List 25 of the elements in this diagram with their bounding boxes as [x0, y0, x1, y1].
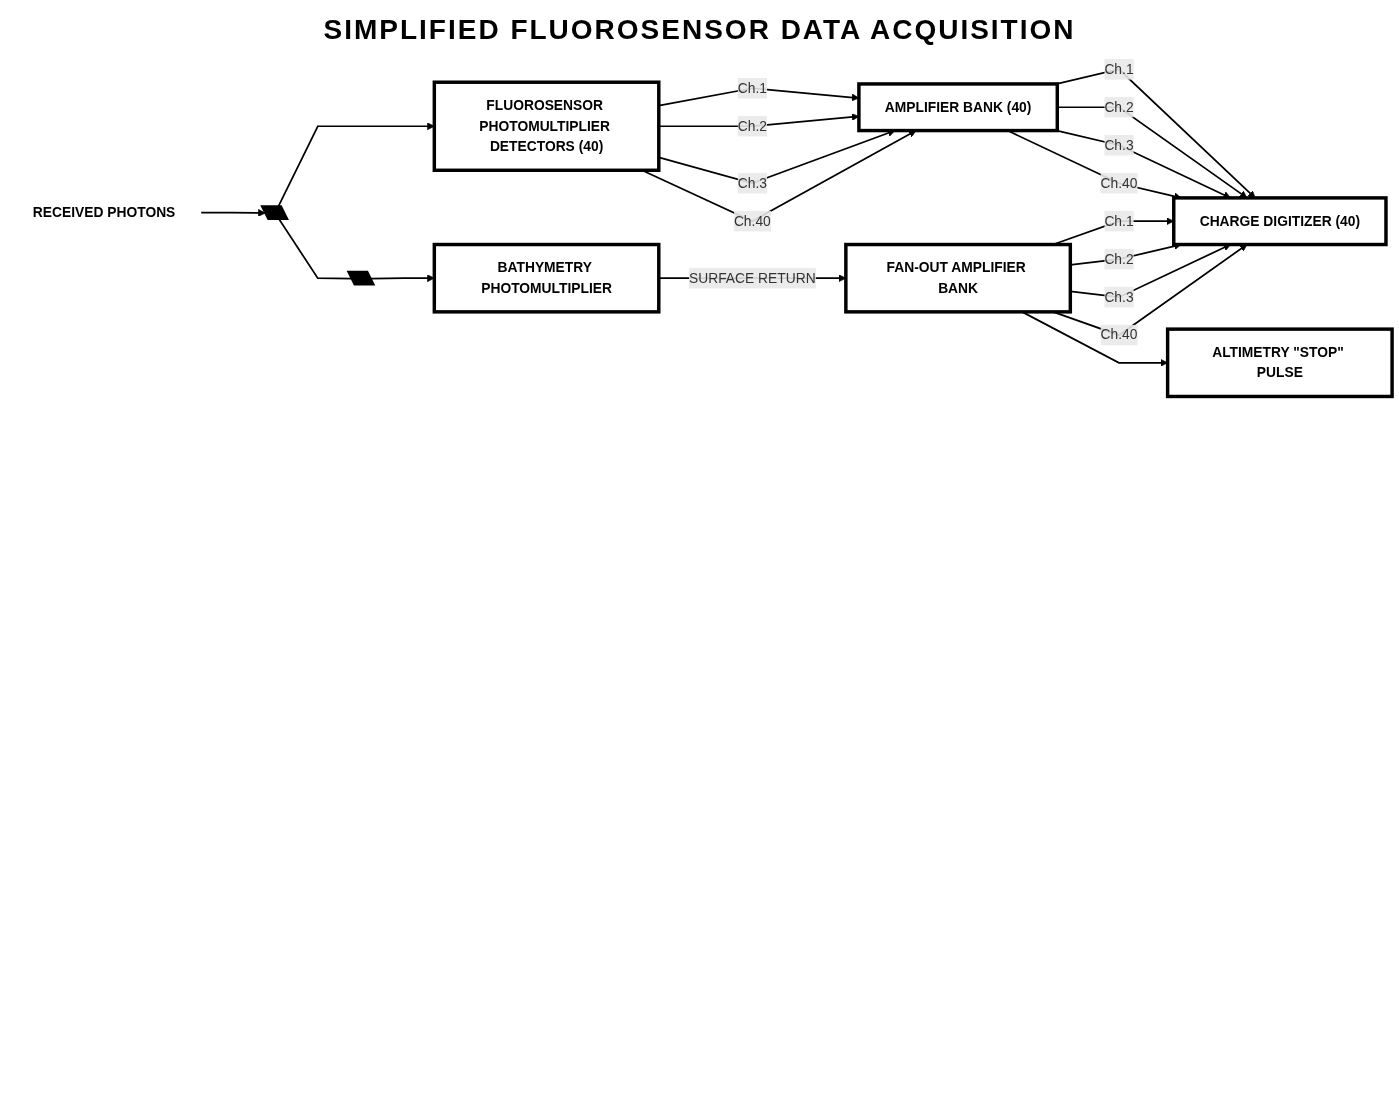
node-box: AMPLIFIER BANK (40) [857, 82, 1059, 133]
edge-label: Ch.40 [1100, 327, 1138, 343]
node-box: FAN-OUT AMPLIFIER BANK [844, 242, 1073, 314]
node-box: CHARGE DIGITIZER (40) [1172, 196, 1388, 247]
node-bar [346, 270, 376, 286]
edge-label: Ch.1 [1104, 61, 1134, 77]
edge-label: Ch.1 [737, 80, 767, 96]
node-text: RECEIVED PHOTONS [32, 204, 176, 220]
edge-label: Ch.40 [1100, 175, 1138, 191]
edge-label: Ch.3 [737, 175, 767, 191]
edge-label: Ch.2 [1104, 99, 1134, 115]
edge-label: Ch.3 [1104, 137, 1134, 153]
connector [278, 218, 353, 280]
node-box: FLUOROSENSOR PHOTOMULTIPLIER DETECTORS (40) [432, 80, 661, 172]
edge-label: Ch.2 [1104, 251, 1134, 267]
edge-label: Ch.2 [737, 118, 767, 134]
arrow [200, 209, 266, 217]
edge-label: Ch.3 [1104, 289, 1134, 305]
node-box: BATHYMETRY PHOTOMULTIPLIER [432, 242, 661, 314]
edge-label: SURFACE RETURN [689, 270, 816, 286]
node-bar [260, 205, 289, 220]
edge-label: Ch.1 [1104, 213, 1134, 229]
node-box: ALTIMETRY "STOP" PULSE [1165, 327, 1394, 399]
diagram-title: SIMPLIFIED FLUOROSENSOR DATA ACQUISITION [322, 14, 1077, 46]
edge-label: Ch.40 [733, 213, 771, 229]
